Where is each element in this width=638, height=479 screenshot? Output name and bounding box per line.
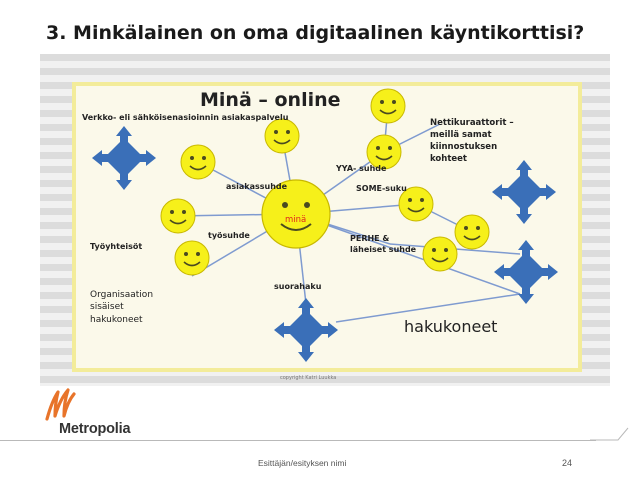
- label-tyoyhteisot: Työyhteisöt: [90, 242, 142, 251]
- diagram-heading: Minä – online: [200, 89, 341, 111]
- metropolia-logo[interactable]: [44, 386, 76, 427]
- smiley-icon: [180, 144, 216, 180]
- label-perhe-2: läheiset suhde: [350, 245, 417, 254]
- label-hakukoneet: hakukoneet: [404, 317, 497, 336]
- central-smiley-icon: [261, 179, 331, 249]
- footer-arrow-icon: [590, 427, 629, 441]
- footer-divider: [0, 440, 596, 441]
- label-nettikuraattorit-2: meillä samat: [430, 130, 492, 140]
- label-suorahaku: suorahaku: [274, 282, 322, 291]
- smiley-icon: [370, 88, 406, 124]
- slide-title: 3. Minkälainen on oma digitaalinen käynt…: [46, 22, 585, 44]
- smiley-icon: [454, 214, 490, 250]
- smiley-icon: [264, 118, 300, 154]
- label-tyosuhde: työsuhde: [208, 231, 250, 240]
- label-verkko: Verkko- eli sähköisenasioinnin asiakaspa…: [82, 113, 289, 122]
- label-mina: minä: [285, 215, 306, 225]
- label-organisaation-3: hakukoneet: [90, 315, 143, 325]
- label-yya: YYA- suhde: [335, 164, 387, 173]
- label-organisaation-1: Organisaation: [90, 290, 153, 300]
- label-asiakassuhde: asiakassuhde: [226, 182, 288, 191]
- label-some: SOME-suku: [356, 184, 407, 193]
- logo-mark-icon: [45, 388, 76, 421]
- label-nettikuraattorit-1: Nettikuraattorit –: [430, 118, 514, 128]
- mind-map-image: Minä – online Verkko- eli sähköisenasioi…: [40, 54, 610, 386]
- label-nettikuraattorit-3: kiinnostuksen: [430, 142, 497, 152]
- smiley-icon: [174, 240, 210, 276]
- smiley-icon: [160, 198, 196, 234]
- label-perhe-1: PERHE &: [350, 234, 389, 243]
- label-organisaation-2: sisäiset: [90, 302, 124, 312]
- smiley-icon: [422, 236, 458, 272]
- label-nettikuraattorit-4: kohteet: [430, 154, 467, 164]
- logo-wordmark: Metropolia: [59, 421, 131, 437]
- presenter-name: Esittäjän/esityksen nimi: [258, 458, 347, 468]
- page-number: 24: [562, 458, 573, 468]
- copyright-text: copyright Katri Luukka: [280, 375, 336, 381]
